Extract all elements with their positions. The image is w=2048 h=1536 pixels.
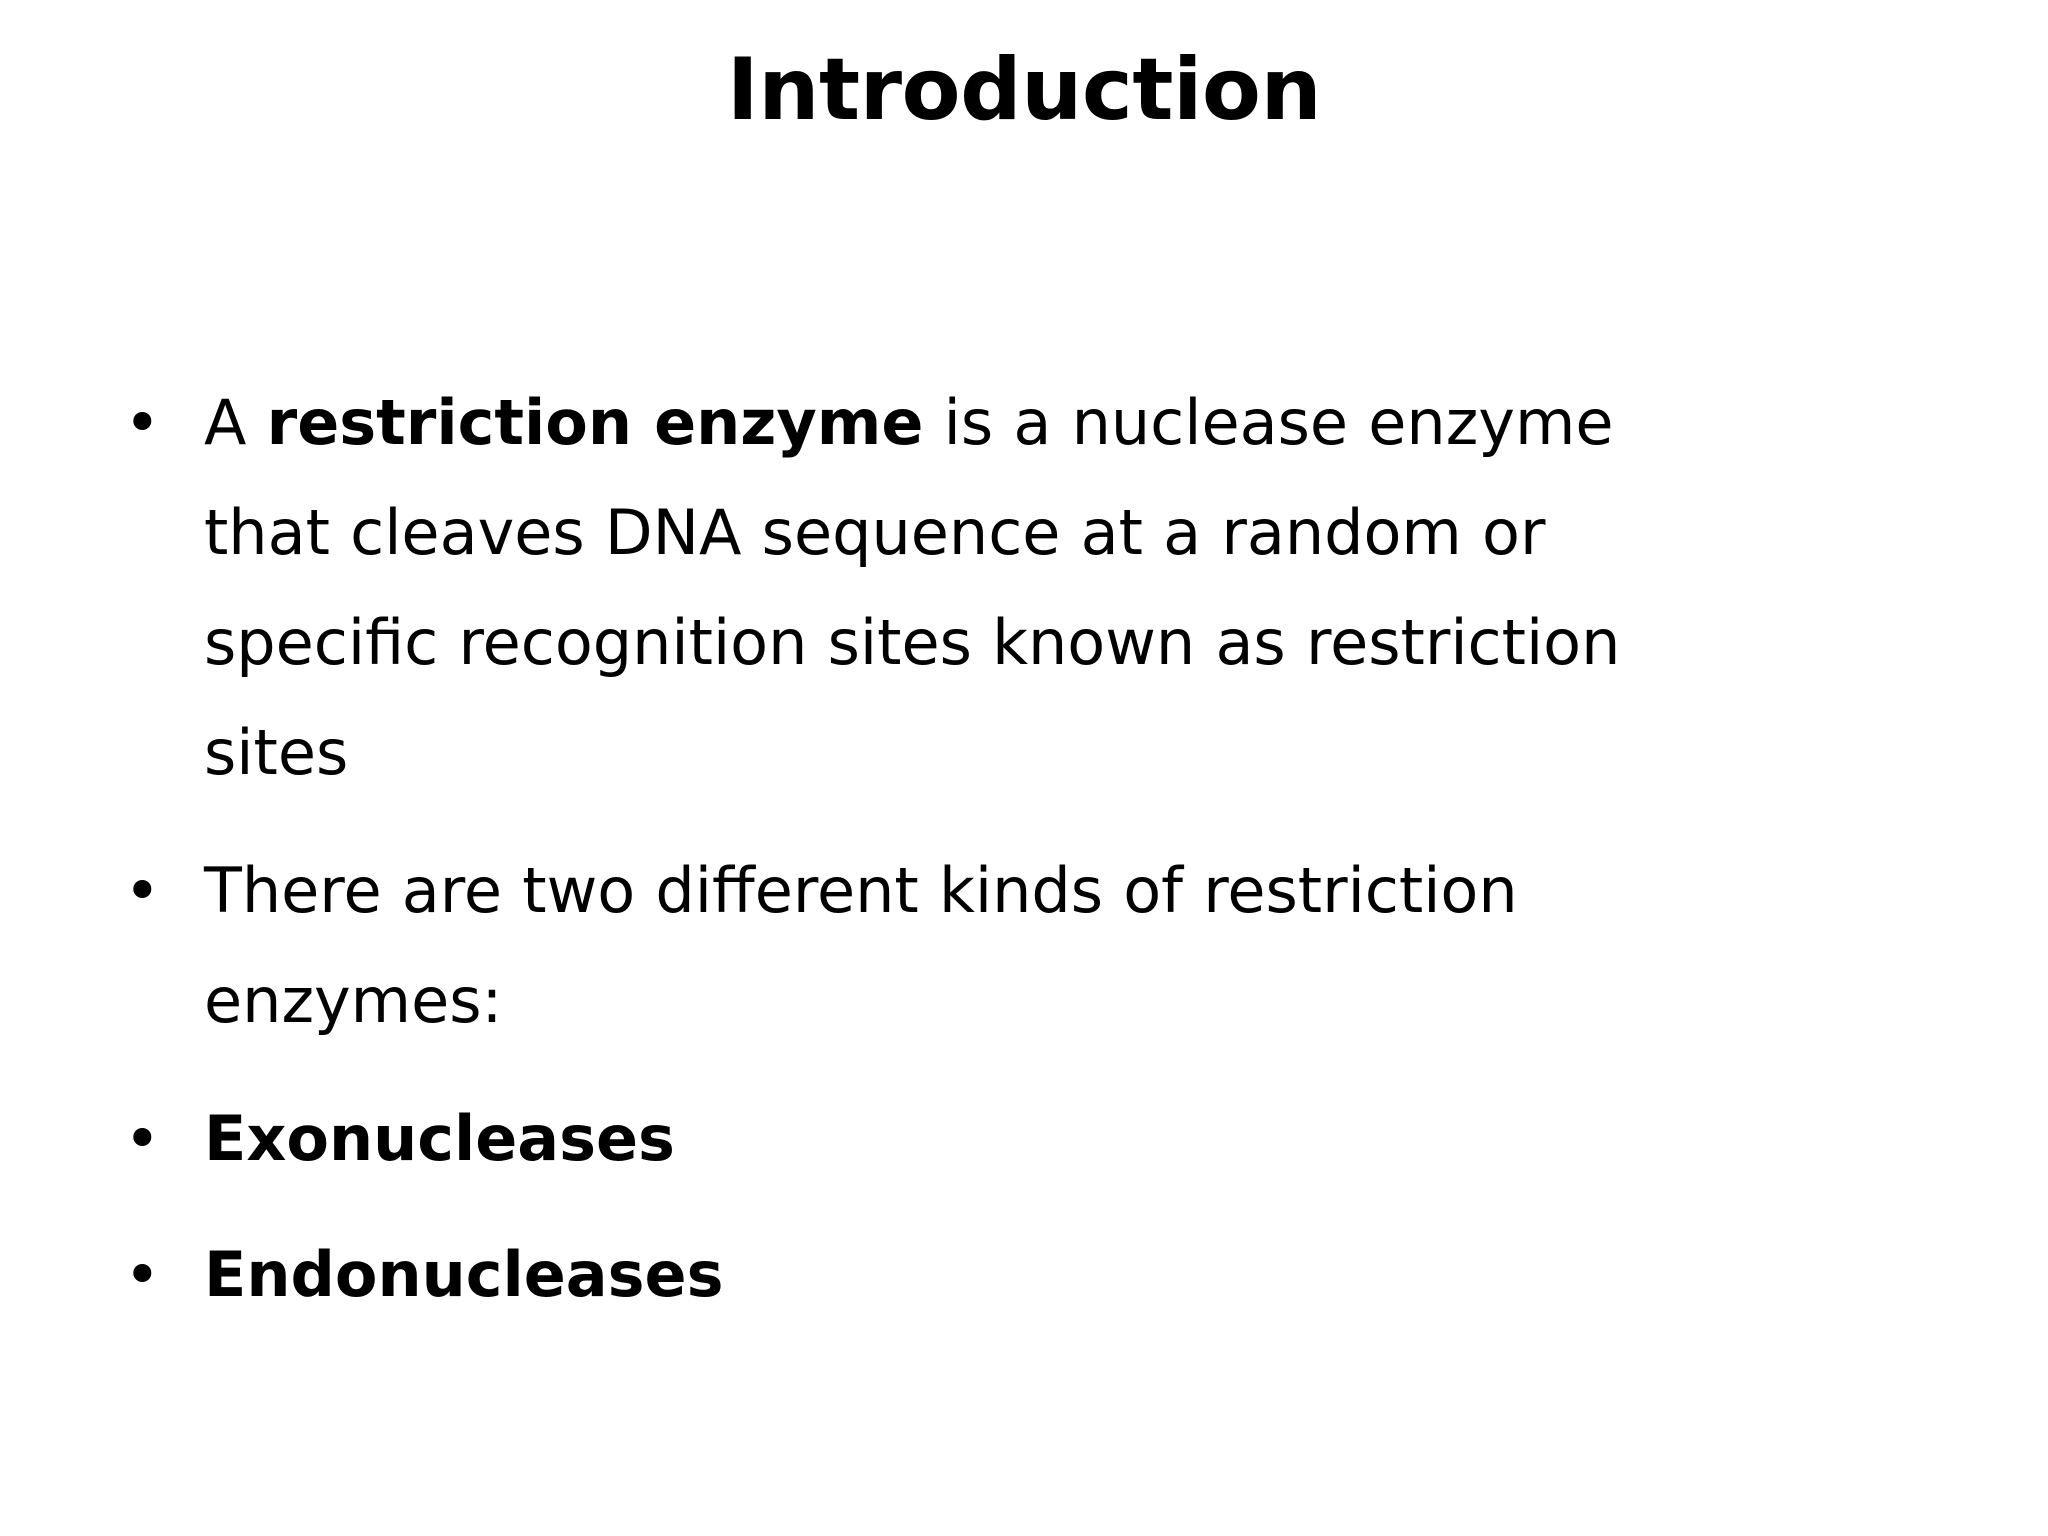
bullet-point-icon: • xyxy=(124,1102,161,1175)
page-title: Introduction xyxy=(726,40,1322,140)
body-text: There are two different kinds of restric… xyxy=(204,854,1518,927)
bullet-restriction-enzyme: • A restriction enzyme is a nuclease enzy… xyxy=(118,368,1948,808)
bullet-line: A restriction enzyme is a nuclease enzym… xyxy=(204,368,1948,478)
bullet-line: enzymes: xyxy=(204,946,1948,1056)
bullet-endonucleases: • Endonucleases xyxy=(118,1220,1948,1330)
body-text: A xyxy=(204,386,267,459)
emphasis-text: restriction enzyme xyxy=(266,386,924,459)
bullet-point-icon: • xyxy=(124,854,161,927)
body-text: that cleaves DNA sequence at a random or xyxy=(204,496,1546,569)
body-text: is a nuclease enzyme xyxy=(923,386,1614,459)
bullet-line: There are two different kinds of restric… xyxy=(204,836,1948,946)
bullet-line: that cleaves DNA sequence at a random or xyxy=(204,478,1948,588)
bullet-point-icon: • xyxy=(124,386,161,459)
bullet-point-icon: • xyxy=(124,1238,161,1311)
body-text: sites xyxy=(204,716,349,789)
bullet-exonucleases: • Exonucleases xyxy=(118,1084,1948,1194)
bullet-two-kinds: • There are two different kinds of restri… xyxy=(118,836,1948,1056)
bullet-line: Endonucleases xyxy=(204,1220,1948,1330)
bullet-list: • A restriction enzyme is a nuclease enzy… xyxy=(118,368,1948,1330)
bullet-line: sites xyxy=(204,698,1948,808)
bullet-text: A restriction enzyme is a nuclease enzym… xyxy=(204,368,1948,808)
bullet-line: Exonucleases xyxy=(204,1084,1948,1194)
bullet-text: Endonucleases xyxy=(204,1220,1948,1330)
bullet-text: There are two different kinds of restric… xyxy=(204,836,1948,1056)
bullet-line: specific recognition sites known as rest… xyxy=(204,588,1948,698)
emphasis-text: Exonucleases xyxy=(204,1102,675,1175)
body-text: enzymes: xyxy=(204,964,503,1037)
bullet-text: Exonucleases xyxy=(204,1084,1948,1194)
body-text: specific recognition sites known as rest… xyxy=(204,606,1621,679)
emphasis-text: Endonucleases xyxy=(204,1238,724,1311)
